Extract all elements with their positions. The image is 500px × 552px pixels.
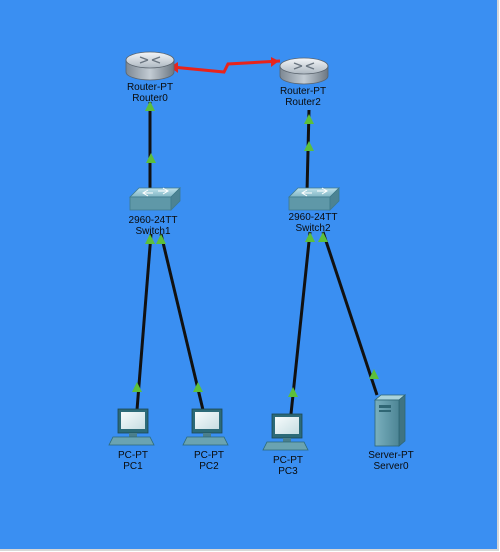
link-up-indicator [156, 234, 166, 244]
device-label-switch1: 2960-24TT Switch1 [113, 215, 193, 237]
device-name: PC1 [123, 461, 143, 472]
device-name: Router0 [132, 93, 168, 104]
device-model: 2960-24TT [128, 215, 178, 226]
link-status-indicators [132, 101, 379, 397]
device-label-switch2: 2960-24TT Switch2 [273, 212, 353, 234]
link-switch2-server0[interactable] [321, 231, 379, 396]
pc-icon[interactable] [262, 413, 309, 451]
device-label-router2: Router-PT Router2 [263, 86, 343, 108]
device-name: Router2 [285, 97, 321, 108]
router-icon[interactable] [125, 51, 175, 81]
device-label-pc1: PC-PT PC1 [93, 450, 173, 472]
device-label-pc2: PC-PT PC2 [169, 450, 249, 472]
switch-icon[interactable] [288, 187, 340, 211]
link-up-indicator [146, 153, 156, 163]
link-up-indicator [318, 232, 328, 242]
link-switch1-pc2[interactable] [159, 233, 205, 411]
device-label-server0: Server-PT Server0 [351, 450, 431, 472]
link-up-indicator [288, 387, 298, 397]
device-name: Switch1 [135, 226, 171, 237]
link-up-indicator [304, 114, 314, 124]
pc-icon[interactable] [108, 408, 155, 446]
link-up-indicator [193, 382, 203, 392]
device-name: Switch2 [295, 223, 331, 234]
link-up-indicator [369, 369, 379, 379]
serial-link-router0-router2[interactable] [171, 59, 281, 74]
device-name: PC2 [199, 461, 219, 472]
link-switch1-pc1[interactable] [135, 233, 153, 411]
device-name: PC3 [278, 466, 298, 477]
serial-link-end-marker [271, 57, 279, 67]
device-model: 2960-24TT [288, 212, 338, 223]
link-up-indicator [145, 234, 155, 244]
device-label-router0: Router-PT Router0 [110, 82, 190, 104]
device-model: Router-PT [279, 86, 327, 97]
link-up-indicator [145, 101, 155, 111]
device-model: PC-PT [118, 450, 148, 461]
switch-icon[interactable] [129, 187, 181, 211]
link-up-indicator [132, 382, 142, 392]
pc-icon[interactable] [182, 408, 229, 446]
device-model: Router-PT [126, 82, 174, 93]
device-name: Server0 [373, 461, 409, 472]
device-label-pc3: PC-PT PC3 [248, 455, 328, 477]
link-switch2-pc3[interactable] [289, 231, 312, 415]
device-model: PC-PT [194, 450, 224, 461]
server-icon[interactable] [373, 394, 407, 447]
device-model: Server-PT [368, 450, 414, 461]
router-icon[interactable] [279, 57, 329, 85]
link-up-indicator [304, 141, 314, 151]
device-model: PC-PT [273, 455, 303, 466]
link-up-indicator [305, 232, 315, 242]
